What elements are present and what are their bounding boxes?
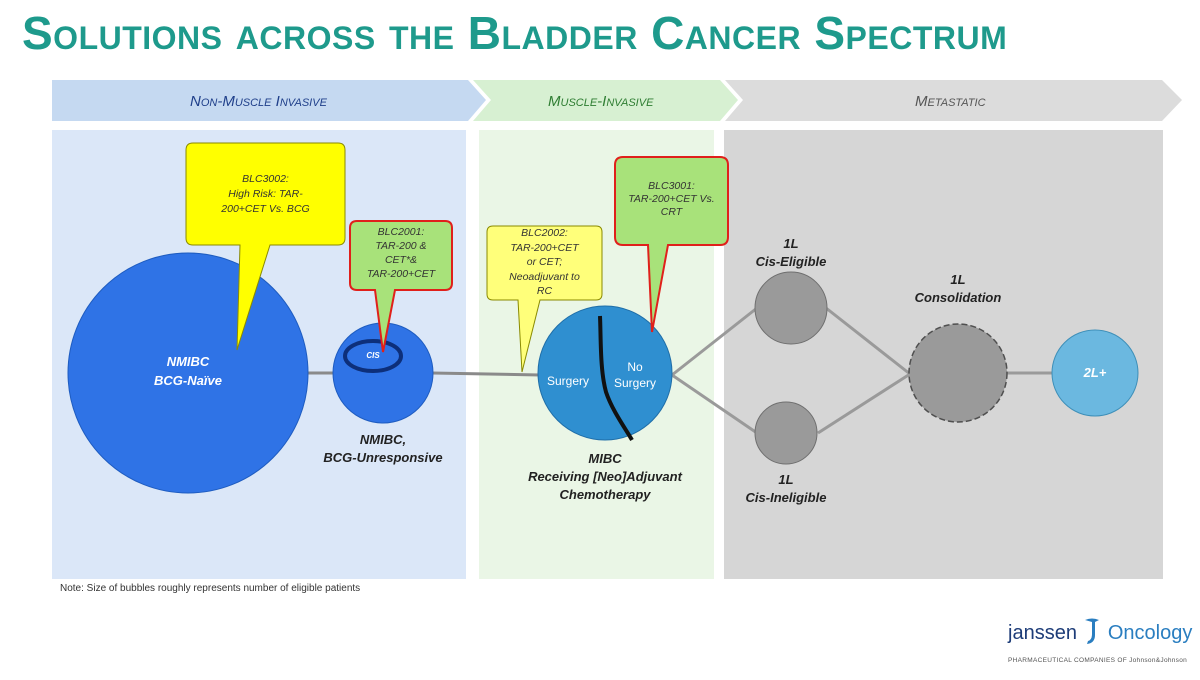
cis-label: CIS bbox=[366, 351, 380, 360]
mibc-no-surgery-line2: Surgery bbox=[613, 376, 657, 390]
bubble-nmibc-unresponsive-line2: BCG-Unresponsive bbox=[323, 450, 443, 465]
chevron-non-muscle-invasive bbox=[52, 80, 486, 121]
bubble-1l-consolidation bbox=[908, 323, 1008, 423]
bubble-mibc-label-line2: Receiving [Neo]Adjuvant bbox=[528, 469, 682, 484]
bubble-consolidation-line2: Consolidation bbox=[914, 290, 1002, 305]
callout-blc3001-shape bbox=[614, 156, 729, 333]
bubble-cis-eligible-line1: 1L bbox=[783, 236, 799, 251]
callout-blc2001-line2: TAR-200 & bbox=[375, 240, 427, 252]
bubble-nmibc-naive-line1: NMIBC bbox=[166, 354, 210, 369]
mibc-no-surgery-text: No Surgery bbox=[605, 359, 665, 391]
callout-blc3002-text: BLC3002: High Risk: TAR- 200+CET Vs. BCG bbox=[188, 172, 343, 217]
bubble-nmibc-naive-line2: BCG-Naïve bbox=[154, 373, 222, 388]
bubble-1l-cis-eligible bbox=[754, 271, 828, 345]
phase-label-non-muscle-invasive: Non-Muscle Invasive bbox=[190, 93, 327, 110]
connector-mibc-eligible bbox=[671, 306, 758, 377]
mibc-divider-line bbox=[598, 315, 634, 442]
bubble-consolidation-line1: 1L bbox=[950, 272, 966, 287]
logo-janssen-text: janssen bbox=[1008, 622, 1077, 644]
connector-ineligible-consolidation bbox=[817, 372, 911, 435]
callout-blc2002-text: BLC2002: TAR-200+CET or CET; Neoadjuvant… bbox=[489, 226, 600, 299]
callout-blc3002-line3: 200+CET Vs. BCG bbox=[221, 203, 310, 215]
callout-blc3002-line2: High Risk: TAR- bbox=[228, 188, 303, 200]
bubble-nmibc-naive-text: NMIBC BCG-Naïve bbox=[128, 352, 248, 390]
callout-blc2002-line3: or CET; bbox=[526, 256, 563, 268]
callout-blc3002-shape bbox=[185, 142, 346, 351]
janssen-mark-icon bbox=[1085, 618, 1100, 644]
chevron-muscle-invasive bbox=[473, 80, 738, 121]
callout-blc2002-shape bbox=[486, 225, 603, 373]
callout-blc2001-shape bbox=[349, 220, 453, 353]
bubble-nmibc-unresponsive-label: NMIBC, BCG-Unresponsive bbox=[318, 431, 448, 467]
bubble-2l-plus-text: 2L+ bbox=[1083, 365, 1107, 380]
bubble-1l-cis-ineligible bbox=[754, 401, 818, 465]
chevron-metastatic bbox=[725, 80, 1182, 121]
bubble-mibc-label: MIBC Receiving [Neo]Adjuvant Chemotherap… bbox=[515, 450, 695, 504]
mibc-surgery-text: Surgery bbox=[546, 374, 590, 388]
phase-label-muscle-invasive: Muscle-Invasive bbox=[548, 93, 654, 110]
bubble-mibc-label-line1: MIBC bbox=[588, 451, 622, 466]
callout-blc3001-line2: TAR-200+CET Vs. bbox=[628, 193, 715, 205]
bubble-mibc-label-line3: Chemotherapy bbox=[559, 487, 651, 502]
callout-blc2002-line4: Neoadjuvant to bbox=[509, 270, 580, 283]
footnote: Note: Size of bubbles roughly represents… bbox=[60, 583, 361, 594]
connector-eligible-consolidation bbox=[825, 306, 911, 376]
bubble-cis-ineligible-line1: 1L bbox=[778, 472, 794, 487]
connector-unresp-mibc bbox=[431, 371, 541, 377]
cis-ring bbox=[343, 339, 403, 373]
callout-blc3002-line1: BLC3002: bbox=[242, 173, 289, 185]
connector-mibc-ineligible bbox=[671, 373, 758, 435]
phase-label-metastatic: Metastatic bbox=[915, 93, 986, 110]
callout-blc2001-line3: CET*& bbox=[384, 254, 418, 266]
page-title: Solutions across the Bladder Cancer Spec… bbox=[22, 7, 1008, 59]
logo-subtitle: PHARMACEUTICAL COMPANIES OF Johnson&John… bbox=[1008, 657, 1188, 664]
callout-blc2002-line2: TAR-200+CET bbox=[510, 241, 579, 254]
callout-blc3001-line3: CRT bbox=[660, 206, 683, 218]
callout-blc3001-line1: BLC3001: bbox=[648, 180, 695, 192]
bubble-2l-plus bbox=[1051, 329, 1139, 417]
callout-blc2001-text: BLC2001: TAR-200 & CET*& TAR-200+CET bbox=[352, 225, 450, 281]
mibc-no-surgery-line1: No bbox=[627, 360, 643, 374]
bubble-mibc bbox=[537, 305, 673, 441]
bubble-cis-eligible-line2: Cis-Eligible bbox=[755, 254, 827, 269]
bubble-nmibc-unresponsive-line1: NMIBC, bbox=[359, 432, 407, 447]
callout-blc2001-line4: TAR-200+CET bbox=[366, 268, 436, 280]
logo-oncology-text: Oncology bbox=[1107, 622, 1193, 644]
bubble-cis-eligible-label: 1L Cis-Eligible bbox=[736, 235, 846, 271]
bubble-consolidation-label: 1L Consolidation bbox=[898, 271, 1018, 307]
callout-blc2001-line1: BLC2001: bbox=[377, 226, 425, 238]
bubble-cis-ineligible-label: 1L Cis-Ineligible bbox=[731, 471, 841, 507]
callout-blc2002-line5: RC bbox=[536, 285, 553, 297]
callout-blc3001-text: BLC3001: TAR-200+CET Vs. CRT bbox=[617, 180, 726, 219]
bubble-cis-ineligible-line2: Cis-Ineligible bbox=[745, 490, 827, 505]
callout-blc2002-line1: BLC2002: bbox=[521, 227, 568, 239]
janssen-oncology-logo: janssen Oncology bbox=[1008, 617, 1192, 647]
